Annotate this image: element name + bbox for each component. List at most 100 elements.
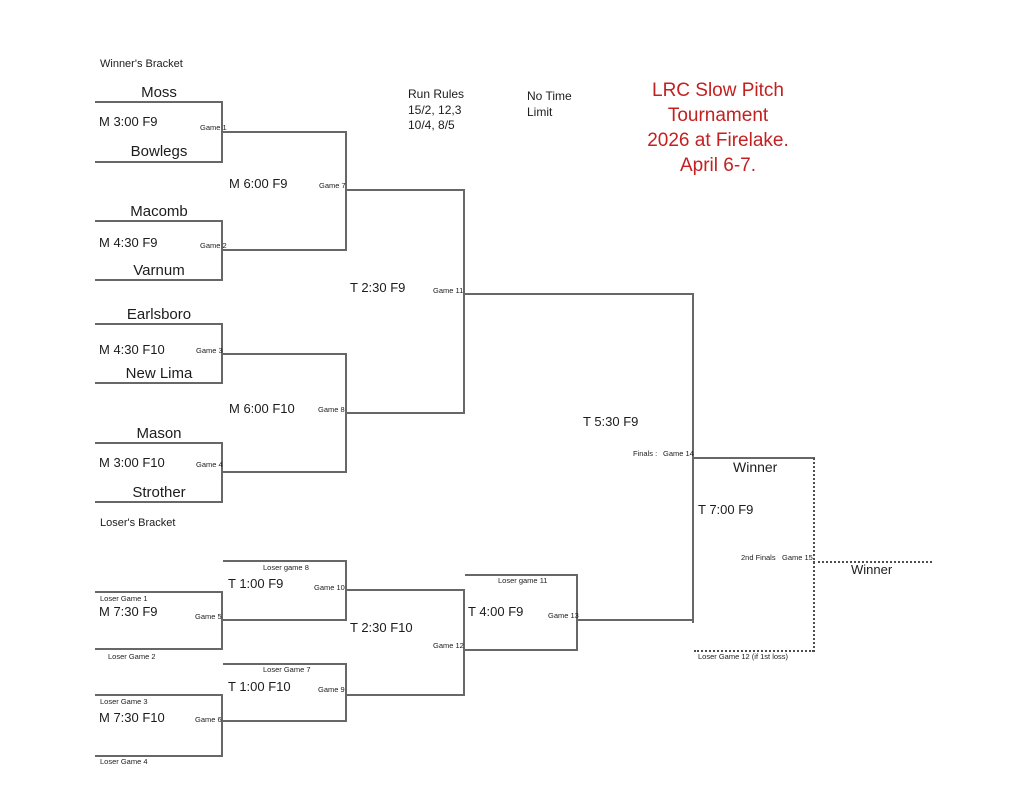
bracket-line-newlima <box>95 382 223 384</box>
bracket-line-game12-vertical <box>463 589 465 696</box>
run-rules-line1: 15/2, 12,3 <box>408 102 462 117</box>
tournament-title: LRC Slow Pitch Tournament 2026 at Firela… <box>596 78 840 178</box>
game11-schedule: T 2:30 F9 <box>350 280 406 295</box>
bracket-line-game1-out <box>223 131 347 133</box>
bracket-line-moss <box>95 101 223 103</box>
title-line-1: LRC Slow Pitch <box>652 80 784 101</box>
game6-label: Game 6 <box>195 715 222 724</box>
losers-bracket-header: Loser's Bracket <box>100 517 176 529</box>
game12-label: Game 12 <box>433 641 464 650</box>
bracket-line-varnum <box>95 279 223 281</box>
bracket-line-game8-vertical <box>345 353 347 473</box>
loser-game2-label: Loser Game 2 <box>108 652 156 661</box>
loser-game4-label: Loser Game 4 <box>100 757 148 766</box>
title-line-3: 2026 at Firelake. <box>647 130 789 151</box>
title-line-2: Tournament <box>667 105 769 126</box>
bracket-line-earlsboro <box>95 323 223 325</box>
game5-schedule: M 7:30 F9 <box>99 604 158 619</box>
loser-game1-label: Loser Game 1 <box>100 594 148 603</box>
game11-label: Game 11 <box>433 286 464 295</box>
second-winner-label: Winner <box>851 562 893 577</box>
bracket-line-loser-game3 <box>95 694 223 696</box>
bracket-line-game9-out <box>347 694 465 696</box>
bracket-dotted-game15-vertical <box>813 458 815 652</box>
bracket-line-game7-vertical <box>345 131 347 251</box>
run-rules-line2: 10/4, 8/5 <box>408 118 455 132</box>
bracket-dotted-game15-out <box>813 561 932 563</box>
bracket-line-game5-out <box>223 619 347 621</box>
game4-schedule: M 3:00 F10 <box>99 455 165 470</box>
team-bowlegs: Bowlegs <box>130 143 188 160</box>
game5-label: Game 5 <box>195 612 222 621</box>
team-mason: Mason <box>136 425 182 442</box>
finals-label: Finals : <box>633 449 658 458</box>
loser-game11-label: Loser game 11 <box>498 576 548 585</box>
bracket-line-loser-game8-feeder <box>223 560 347 562</box>
game8-schedule: M 6:00 F10 <box>229 401 295 416</box>
game14-label: Game 14 <box>663 449 694 458</box>
bracket-line-game11-out <box>465 293 694 295</box>
bracket-line-game11-vertical <box>463 189 465 414</box>
bracket-line-game13-vertical <box>576 574 578 651</box>
game7-label: Game 7 <box>319 181 346 190</box>
bracket-line-mason <box>95 442 223 444</box>
team-varnum: Varnum <box>133 262 185 279</box>
team-newlima: New Lima <box>125 365 193 382</box>
no-time-line2: Limit <box>527 105 553 119</box>
game6-schedule: M 7:30 F10 <box>99 710 165 725</box>
bracket-line-strother <box>95 501 223 503</box>
bracket-line-game1-vertical <box>221 101 223 163</box>
bracket-line-game6-vertical <box>221 694 223 757</box>
bracket-line-game3-out <box>223 353 347 355</box>
loser-game12-note: Loser Game 12 (if 1st loss) <box>698 652 789 661</box>
game2-schedule: M 4:30 F9 <box>99 235 158 250</box>
game4-label: Game 4 <box>196 460 223 469</box>
game1-label: Game 1 <box>200 123 227 132</box>
loser-game3-label: Loser Game 3 <box>100 697 148 706</box>
bracket-line-loser-game1 <box>95 591 223 593</box>
no-time-limit: No Time Limit <box>527 88 572 120</box>
game15-label: Game 15 <box>782 553 813 562</box>
finals-schedule: T 5:30 F9 <box>583 414 639 429</box>
bracket-line-game13-out <box>578 619 694 621</box>
bracket-line-game6-out <box>223 720 347 722</box>
game3-label: Game 3 <box>196 346 223 355</box>
game10-label: Game 10 <box>314 583 345 592</box>
bracket-line-finals-out <box>694 457 815 459</box>
game3-schedule: M 4:30 F10 <box>99 342 165 357</box>
bracket-line-macomb <box>95 220 223 222</box>
game8-label: Game 8 <box>318 405 345 414</box>
winners-bracket-header: Winner's Bracket <box>100 58 183 70</box>
bracket-line-loser-game7-feeder <box>223 663 347 665</box>
bracket-line-game3-vertical <box>221 323 223 384</box>
bracket-line-bowlegs <box>95 161 223 163</box>
bracket-line-game7-out <box>347 189 465 191</box>
team-strother: Strother <box>132 484 186 501</box>
bracket-line-game9-vertical <box>345 663 347 722</box>
bracket-line-loser-game2 <box>95 648 223 650</box>
bracket-dotted-loser-game12 <box>694 650 814 652</box>
finals-winner-label: Winner <box>733 459 778 475</box>
game13-schedule: T 4:00 F9 <box>468 604 524 619</box>
bracket-line-game10-out <box>347 589 465 591</box>
game13-label: Game 13 <box>548 611 579 620</box>
loser-game8-label: Loser game 8 <box>263 563 309 572</box>
team-moss: Moss <box>141 84 177 101</box>
bracket-line-game4-out <box>223 471 347 473</box>
game2-label: Game 2 <box>200 241 227 250</box>
bracket-line-game10-vertical <box>345 560 347 621</box>
game10-schedule: T 1:00 F9 <box>228 576 284 591</box>
bracket-line-finals-vertical <box>692 293 694 623</box>
bracket-line-game8-out <box>347 412 465 414</box>
bracket-line-game12-out <box>465 649 578 651</box>
bracket-line-loser-game11-feeder <box>465 574 578 576</box>
no-time-line1: No Time <box>527 89 572 103</box>
bracket-line-loser-game4 <box>95 755 223 757</box>
team-macomb: Macomb <box>130 203 188 220</box>
loser-game7-label: Loser Game 7 <box>263 665 311 674</box>
bracket-line-game2-out <box>223 249 347 251</box>
game12-schedule: T 2:30 F10 <box>350 620 413 635</box>
game1-schedule: M 3:00 F9 <box>99 114 158 129</box>
bracket-line-game2-vertical <box>221 220 223 281</box>
